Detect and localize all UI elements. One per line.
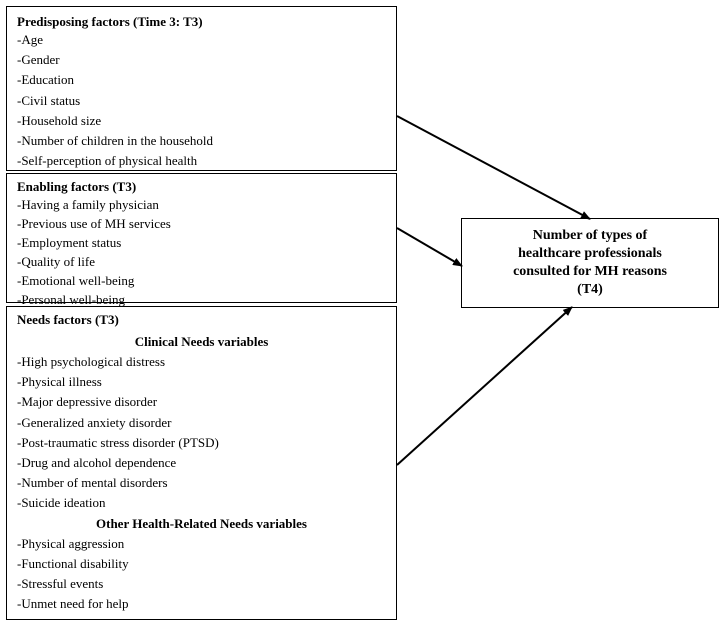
predisposing-factors-box: Predisposing factors (Time 3: T3) -Age -… (6, 6, 397, 171)
enabling-factors-list: -Having a family physician -Previous use… (17, 195, 396, 309)
list-item: -Number of mental disorders (17, 475, 168, 491)
predisposing-factors-list: -Age -Gender -Education -Civil status -H… (17, 30, 396, 171)
needs-factors-box: Needs factors (T3) Clinical Needs variab… (6, 306, 397, 620)
list-item: -Age (17, 32, 43, 47)
list-item: -Emotional well-being (17, 273, 135, 288)
arrow-needs-to-outcome (396, 306, 573, 466)
list-item: -Stressful events (17, 576, 104, 592)
outcome-box: Number of types of healthcare profession… (461, 218, 719, 308)
predisposing-factors-title: Predisposing factors (Time 3: T3) (17, 14, 203, 29)
list-item: -Employment status (17, 235, 122, 250)
list-item: -Unmet need for help (17, 596, 129, 612)
enabling-factors-title: Enabling factors (T3) (17, 179, 137, 194)
list-item: -Number of children in the household (17, 133, 214, 149)
list-item: -Education (17, 72, 75, 88)
enabling-factors-box: Enabling factors (T3) -Having a family p… (6, 173, 397, 307)
other-health-needs-list: -Physical aggression -Functional disabil… (17, 534, 396, 615)
list-item: -Quality of life (17, 254, 95, 269)
clinical-needs-heading: Clinical Needs variables (134, 334, 269, 349)
list-item: -Self-perception of physical health (17, 153, 198, 169)
list-item: -Personal well-being (17, 292, 125, 307)
list-item: -Functional disability (17, 555, 129, 571)
list-item: -Suicide ideation (17, 495, 106, 511)
list-item: -Post-traumatic stress disorder (PTSD) (17, 434, 219, 450)
clinical-needs-list: -High psychological distress -Physical i… (17, 352, 396, 514)
list-item: -Drug and alcohol dependence (17, 455, 177, 471)
list-item: -Physical illness (17, 374, 102, 390)
list-item: -Physical aggression (17, 535, 125, 551)
list-item: -Generalized anxiety disorder (17, 414, 172, 430)
needs-factors-title: Needs factors (T3) (17, 312, 119, 327)
arrow-predisposing-to-outcome (396, 115, 591, 220)
arrow-enabling-to-outcome (396, 227, 463, 267)
list-item: -Gender (17, 52, 60, 68)
list-item: -Previous use of MH services (17, 216, 171, 231)
list-item: -Civil status (17, 92, 81, 108)
list-item: -Major depressive disorder (17, 394, 158, 410)
list-item: -High psychological distress (17, 354, 166, 369)
list-item: -Having a family physician (17, 197, 159, 212)
list-item: -Household size (17, 112, 102, 128)
outcome-label: Number of types of healthcare profession… (513, 228, 667, 297)
other-health-needs-heading: Other Health-Related Needs variables (96, 515, 307, 531)
